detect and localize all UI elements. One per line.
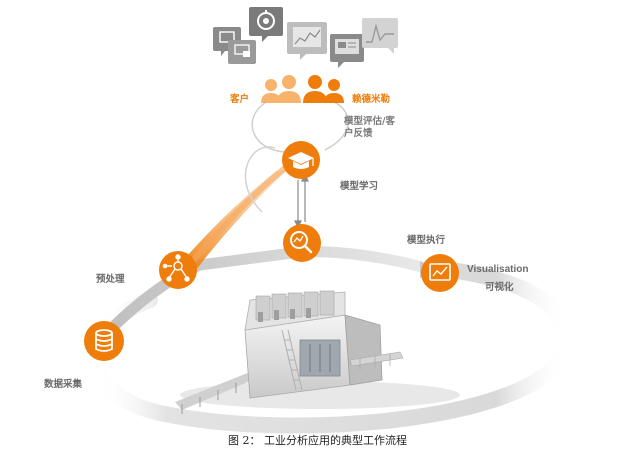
- model-learning-label: 模型学习: [340, 181, 379, 192]
- customer-label: 客户: [230, 94, 250, 105]
- feedback-label: 模型评估/客户反馈: [344, 116, 395, 139]
- node-model-learning: [282, 141, 320, 179]
- feedback-arc: [251, 99, 349, 153]
- line-chart-monitor-icon: [287, 22, 327, 60]
- customer-group: [261, 75, 301, 103]
- monitor-tiles: [213, 7, 398, 68]
- graduation-cap-icon: [288, 152, 314, 169]
- node-preprocessing: [159, 251, 197, 289]
- vendor-label: 赖德米勒: [352, 94, 391, 105]
- target-gauge-icon: [249, 7, 283, 42]
- spike-chart-monitor-icon: [362, 18, 398, 54]
- bidirectional-arrow: [294, 173, 309, 229]
- figure-caption: 图 2： 工业分析应用的典型工作流程: [228, 434, 407, 447]
- lock-screen-icon: [228, 40, 256, 64]
- vendor-group: [303, 75, 344, 103]
- database-icon: [95, 329, 113, 352]
- dashboard-monitor-icon: [330, 34, 364, 68]
- model-execution-label: 模型执行: [407, 235, 446, 246]
- chart-screen-icon: [429, 263, 451, 281]
- packaging-machine-illustration: [175, 290, 460, 414]
- node-model-execution: [283, 224, 321, 262]
- network-preprocess-icon: [162, 254, 190, 282]
- visualisation-cn-label: 可视化: [485, 282, 514, 293]
- node-visualisation: [421, 254, 459, 292]
- preprocessing-label: 预处理: [96, 274, 125, 285]
- magnifier-analytics-icon: [290, 231, 313, 254]
- visualisation-en-label: Visualisation: [467, 264, 529, 275]
- node-data-collection: [84, 321, 124, 361]
- data-collection-label: 数据采集: [44, 379, 83, 390]
